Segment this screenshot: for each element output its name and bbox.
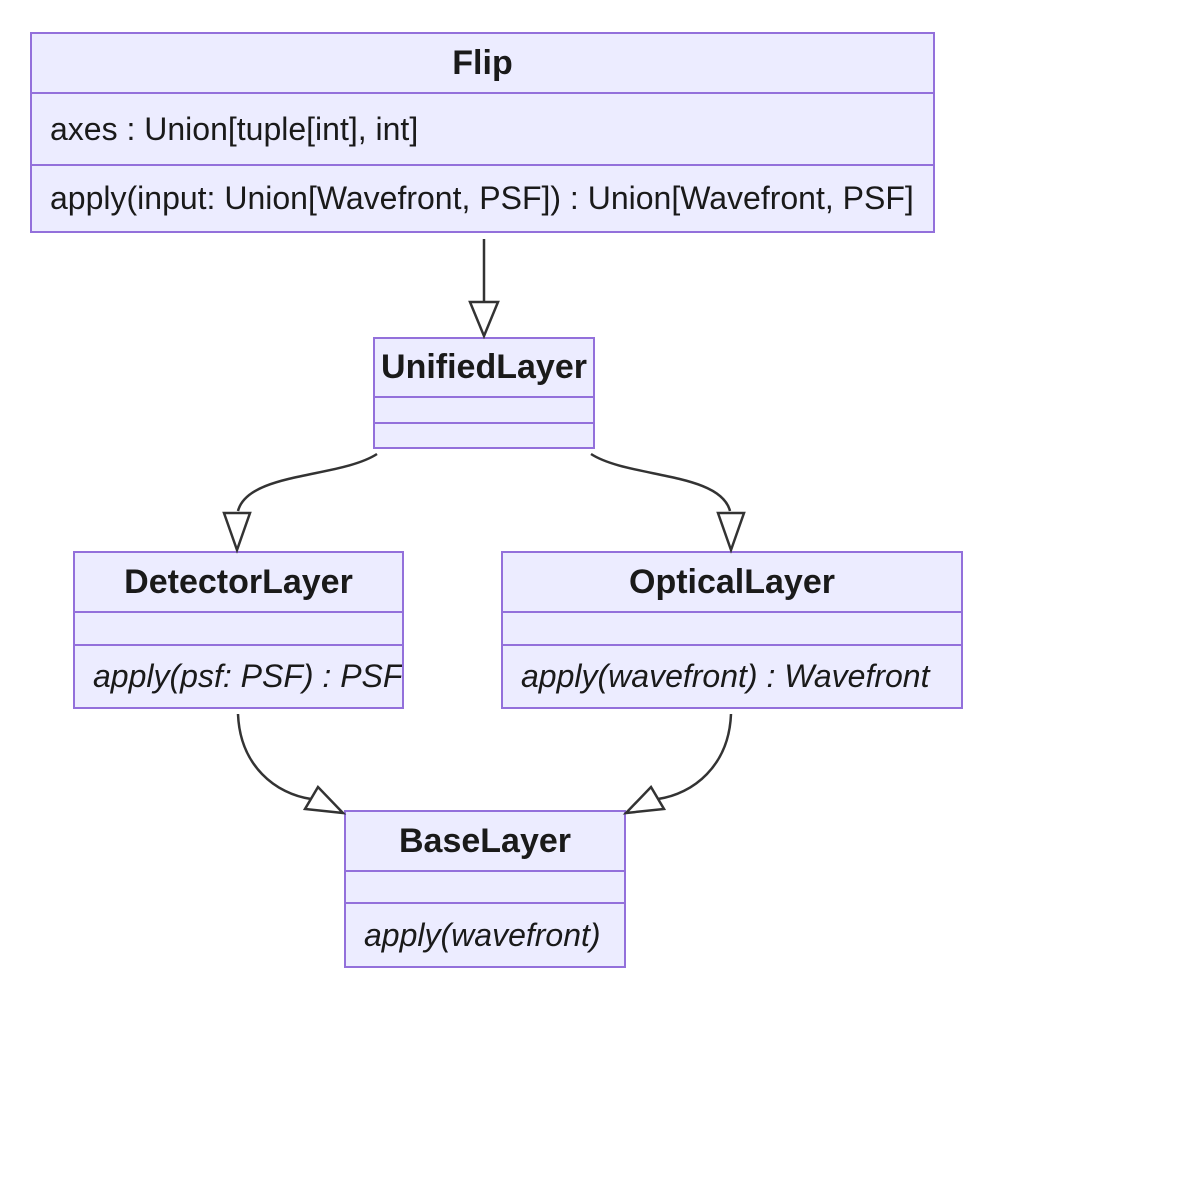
class-title-flip: Flip — [452, 43, 513, 82]
class-title-baselayer: BaseLayer — [398, 821, 571, 860]
class-box-opticallayer: OpticalLayer apply(wavefront) : Wavefron… — [501, 551, 963, 709]
hollow-triangle-arrowhead-icon — [468, 300, 500, 340]
class-attributes-section — [503, 611, 961, 644]
class-attributes-section — [346, 870, 624, 902]
class-title-detectorlayer: DetectorLayer — [124, 562, 353, 601]
hollow-triangle-arrowhead-icon — [222, 511, 252, 554]
class-methods-section: apply(wavefront) — [346, 902, 624, 966]
class-method: apply(wavefront) : Wavefront — [521, 658, 930, 694]
edge-opticallayer-baselayer — [622, 713, 733, 815]
class-box-baselayer: BaseLayer apply(wavefront) — [344, 810, 626, 968]
class-methods-section: apply(input: Union[Wavefront, PSF]) : Un… — [32, 164, 933, 231]
class-box-detectorlayer: DetectorLayer apply(psf: PSF) : PSF — [73, 551, 404, 709]
class-title-opticallayer: OpticalLayer — [629, 562, 835, 601]
class-attributes-section — [75, 611, 402, 644]
edge-detectorlayer-baselayer — [236, 713, 347, 815]
hollow-triangle-arrowhead-icon — [622, 784, 667, 815]
class-attribute: axes : Union[tuple[int], int] — [50, 110, 419, 147]
class-method: apply(input: Union[Wavefront, PSF]) : Un… — [50, 180, 914, 216]
class-attributes-section: axes : Union[tuple[int], int] — [32, 92, 933, 164]
class-method: apply(psf: PSF) : PSF — [93, 658, 402, 694]
class-methods-section: apply(psf: PSF) : PSF — [75, 644, 402, 707]
class-attributes-section — [375, 396, 593, 422]
edge-unifiedlayer-opticallayer — [590, 452, 746, 554]
hollow-triangle-arrowhead-icon — [716, 511, 746, 554]
edge-flip-unifiedlayer — [468, 239, 500, 340]
class-methods-section: apply(wavefront) : Wavefront — [503, 644, 961, 707]
class-methods-section — [375, 422, 593, 447]
hollow-triangle-arrowhead-icon — [302, 784, 347, 815]
class-method: apply(wavefront) — [364, 916, 601, 953]
edge-unifiedlayer-detectorlayer — [222, 452, 378, 554]
class-box-flip: Flip axes : Union[tuple[int], int] apply… — [30, 32, 935, 233]
class-title-unifiedlayer: UnifiedLayer — [381, 348, 587, 386]
class-box-unifiedlayer: UnifiedLayer — [373, 337, 595, 449]
